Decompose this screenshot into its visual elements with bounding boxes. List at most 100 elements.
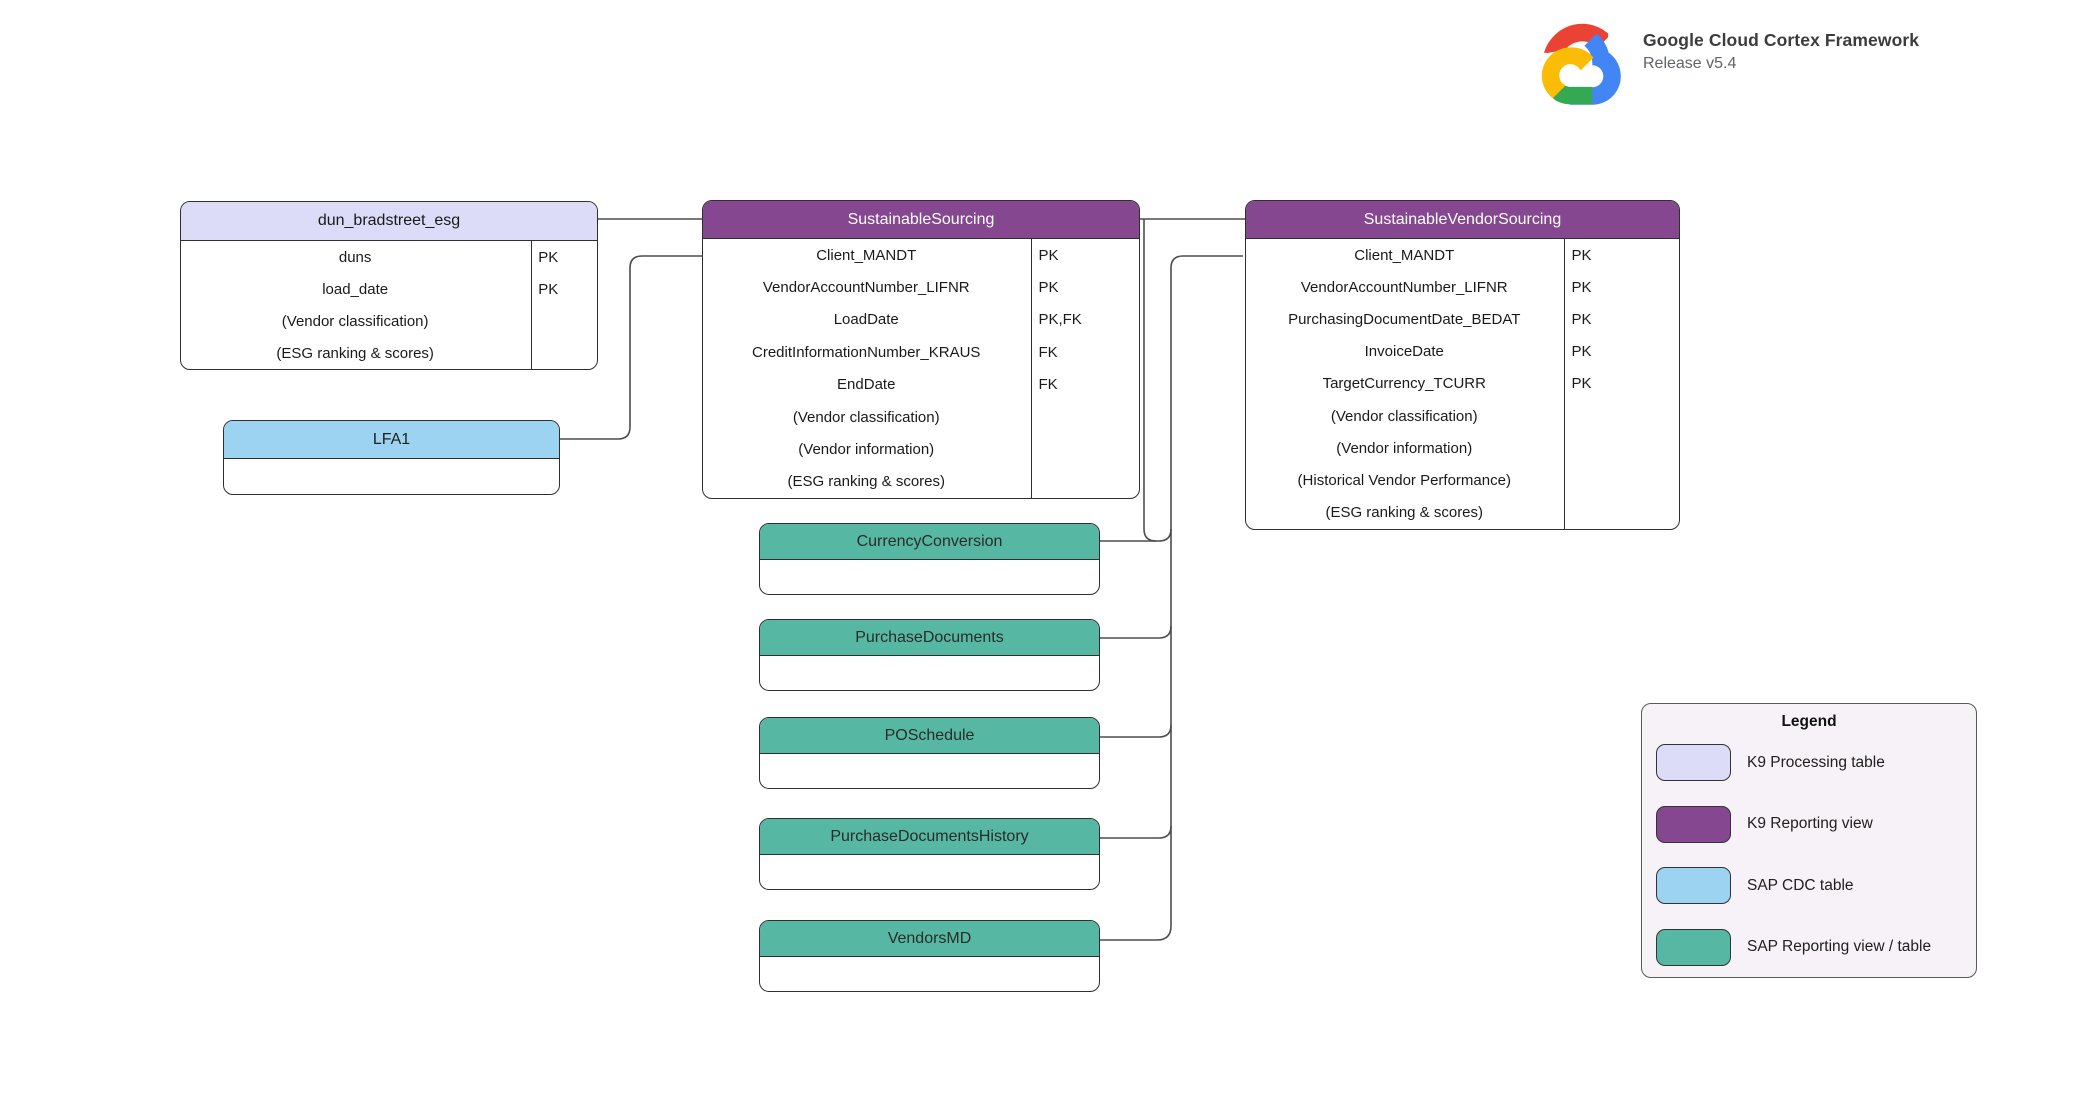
field-name: load_date	[322, 280, 389, 298]
field-name: (Vendor classification)	[792, 408, 940, 426]
field-row: (ESG ranking & scores)	[703, 466, 1139, 498]
field-name: (ESG ranking & scores)	[1325, 504, 1484, 522]
entity-body	[760, 957, 1099, 991]
legend-item-k9_processing: K9 Processing table	[1642, 744, 1976, 781]
field-key: PK	[1571, 246, 1592, 264]
entity-title: PurchaseDocuments	[760, 620, 1099, 656]
key-column-divider	[1564, 239, 1565, 529]
field-row: EndDate FK	[703, 369, 1139, 401]
field-key: PK	[1571, 375, 1592, 393]
field-name: InvoiceDate	[1364, 343, 1444, 361]
entity-title: CurrencyConversion	[760, 524, 1099, 560]
entity-title: SustainableSourcing	[703, 201, 1139, 239]
field-key: PK	[1571, 278, 1592, 296]
field-name: duns	[338, 248, 372, 266]
entity-PurchaseDocumentsHistory: PurchaseDocumentsHistory	[759, 818, 1100, 890]
field-key: PK	[1038, 279, 1059, 297]
field-key: PK,FK	[1038, 311, 1082, 329]
field-row: PurchasingDocumentDate_BEDAT PK	[1246, 303, 1679, 335]
edge-sustainablesourcing-currencyconversion	[1143, 219, 1157, 542]
field-row: Client_MANDT PK	[703, 239, 1139, 271]
key-column-divider	[531, 241, 532, 369]
field-row: (Vendor classification)	[1246, 400, 1679, 432]
k9_processing-swatch	[1656, 744, 1731, 781]
entity-VendorsMD: VendorsMD	[759, 920, 1100, 992]
field-row: (Historical Vendor Performance)	[1246, 464, 1679, 496]
legend-label: SAP CDC table	[1747, 876, 1854, 894]
legend-item-sap_cdc: SAP CDC table	[1642, 867, 1976, 904]
edge-poschedule-trunk	[1100, 724, 1172, 738]
field-key: FK	[1038, 343, 1058, 361]
entity-title: SustainableVendorSourcing	[1246, 201, 1679, 239]
brand-header: Google Cloud Cortex Framework Release v5…	[1533, 12, 1919, 107]
entity-body	[224, 459, 559, 494]
field-row: duns PK	[181, 241, 597, 273]
entity-title: POSchedule	[760, 718, 1099, 754]
legend-item-k9_reporting: K9 Reporting view	[1642, 805, 1976, 843]
field-name: Client_MANDT	[1354, 246, 1455, 264]
k9_reporting-swatch	[1656, 805, 1731, 843]
legend-title: Legend	[1781, 713, 1837, 730]
legend-label: K9 Reporting view	[1747, 815, 1873, 832]
field-name: VendorAccountNumber_LIFNR	[762, 279, 970, 297]
entity-title: VendorsMD	[760, 921, 1099, 957]
field-row: (Vendor classification)	[703, 401, 1139, 433]
field-name: (Vendor classification)	[1330, 407, 1478, 425]
field-name: (Vendor information)	[798, 441, 935, 459]
field-key: PK	[1571, 310, 1592, 328]
entity-body	[760, 560, 1099, 594]
entity-title: PurchaseDocumentsHistory	[760, 819, 1099, 855]
field-key: PK	[538, 248, 559, 266]
edge-currencyconversion-trunk	[1100, 528, 1172, 542]
field-row: VendorAccountNumber_LIFNR PK	[703, 271, 1139, 303]
field-row: (Vendor information)	[1246, 432, 1679, 464]
brand-text: Google Cloud Cortex Framework Release v5…	[1643, 12, 1919, 73]
field-row: (Vendor classification)	[181, 305, 597, 337]
entity-title: dun_bradstreet_esg	[181, 202, 597, 241]
entity-LFA1: LFA1	[223, 420, 560, 495]
field-name: PurchasingDocumentDate_BEDAT	[1288, 310, 1521, 328]
field-name: (ESG ranking & scores)	[787, 473, 946, 491]
legend-item-sap_reporting: SAP Reporting view / table	[1642, 928, 1976, 966]
field-name: (Vendor information)	[1336, 439, 1473, 457]
field-row: load_date PK	[181, 273, 597, 305]
google-cloud-logo-icon	[1541, 23, 1621, 105]
field-key: PK	[538, 280, 559, 298]
entity-body	[760, 754, 1099, 788]
field-name: CreditInformationNumber_KRAUS	[752, 343, 981, 361]
sap_reporting-swatch	[1656, 928, 1731, 966]
edge-lfa1-sustainablesourcing	[560, 255, 702, 440]
field-name: (Historical Vendor Performance)	[1297, 471, 1511, 489]
field-name: Client_MANDT	[816, 246, 917, 264]
legend: Legend K9 Processing table K9 Reporting v…	[1641, 703, 1977, 978]
brand-title: Google Cloud Cortex Framework	[1643, 30, 1920, 50]
edge-purchasedocuments-trunk	[1100, 625, 1172, 639]
field-key: FK	[1038, 376, 1058, 394]
entity-CurrencyConversion: CurrencyConversion	[759, 523, 1100, 595]
entity-body	[760, 656, 1099, 690]
legend-label: SAP Reporting view / table	[1747, 938, 1932, 955]
field-key: PK	[1571, 343, 1592, 361]
edge-trunk-sustainablevendorsourcing	[1100, 255, 1243, 941]
field-name: EndDate	[837, 376, 896, 394]
field-row: (Vendor information)	[703, 433, 1139, 465]
field-key: PK	[1038, 246, 1059, 264]
entity-body: Client_MANDT PK VendorAccountNumber_LIFNR P…	[703, 239, 1139, 499]
entity-POSchedule: POSchedule	[759, 717, 1100, 789]
legend-label: K9 Processing table	[1747, 753, 1885, 771]
entity-body	[760, 855, 1099, 889]
field-name: (Vendor classification)	[281, 312, 429, 330]
brand-release: Release v5.4	[1643, 55, 1737, 72]
key-column-divider	[1031, 239, 1032, 499]
entity-title: LFA1	[224, 421, 559, 459]
field-name: (ESG ranking & scores)	[276, 344, 434, 362]
